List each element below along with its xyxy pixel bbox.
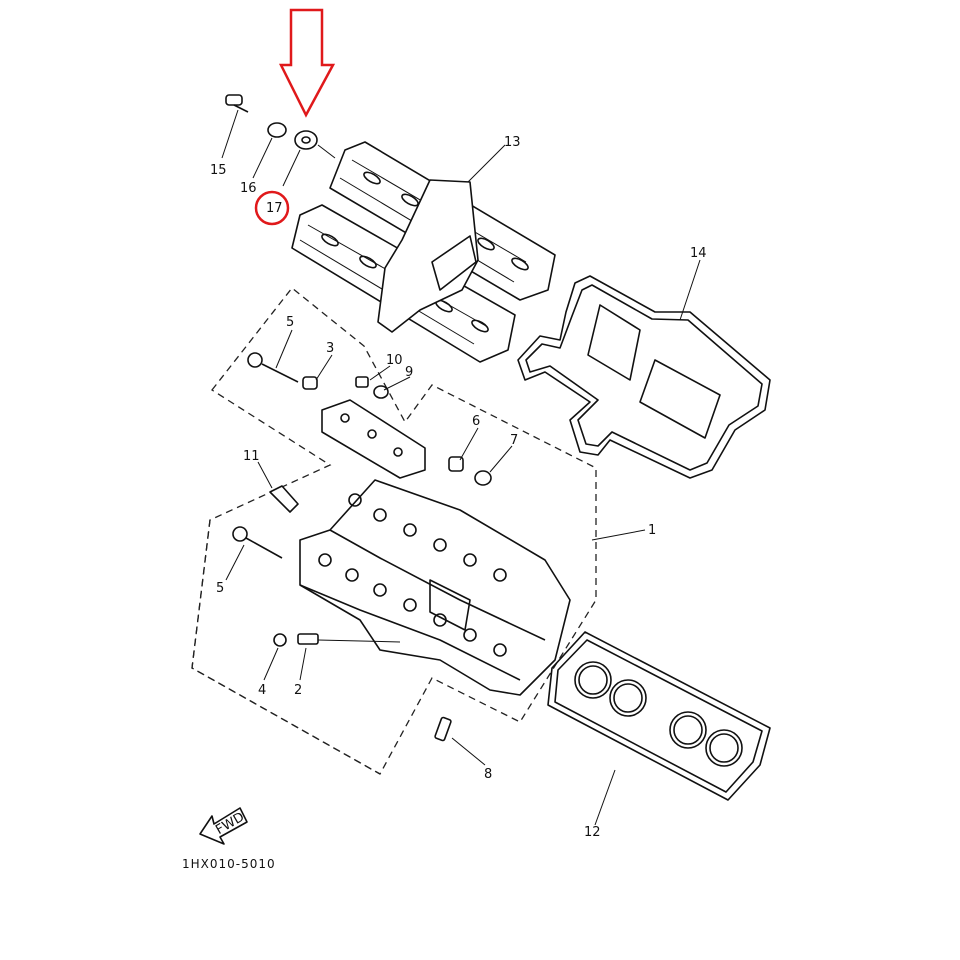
label-part-15: 15 — [210, 163, 227, 178]
part-1-cylinder-head — [299, 479, 571, 696]
label-part-17: 17 — [266, 201, 283, 216]
part-5-bolt-lower — [232, 526, 283, 559]
label-part-11: 11 — [243, 449, 260, 464]
label-part-12: 12 — [584, 825, 601, 840]
part-11-stud — [269, 485, 299, 513]
part-8-stud — [434, 716, 452, 742]
label-part-16: 16 — [240, 181, 257, 196]
label-part-1: 1 — [648, 523, 656, 538]
part-17-grommet — [294, 130, 318, 150]
part-5-bolt-upper — [247, 352, 299, 383]
part-3-dowel-pin — [302, 376, 318, 390]
label-part-5-lower: 5 — [216, 581, 224, 596]
camshaft-caps — [321, 399, 426, 479]
part-12-cylinder-head-gasket — [547, 631, 771, 801]
part-10-nut — [355, 376, 369, 388]
part-15-bolt — [225, 94, 249, 113]
group-boundary-lower — [191, 519, 381, 775]
fwd-arrow-icon: FWD — [199, 807, 248, 845]
label-part-3: 3 — [326, 341, 334, 356]
part-4-nut — [273, 633, 287, 647]
label-part-13: 13 — [504, 135, 521, 150]
part-14-valve-cover-gasket — [517, 275, 771, 479]
label-part-9: 9 — [405, 365, 413, 380]
part-6-bolt — [448, 456, 464, 472]
label-part-10: 10 — [386, 353, 403, 368]
label-part-14: 14 — [690, 246, 707, 261]
highlight-circle — [254, 190, 290, 226]
label-part-8: 8 — [484, 767, 492, 782]
part-16-washer — [267, 122, 287, 138]
label-part-4: 4 — [258, 683, 266, 698]
part-2-stud — [297, 633, 319, 645]
part-13-valve-cover — [291, 141, 556, 363]
label-part-6: 6 — [472, 414, 480, 429]
part-7-washer — [474, 470, 492, 486]
label-part-5-upper: 5 — [286, 315, 294, 330]
leader-lines — [221, 109, 701, 826]
diagram-code: 1HX010-5010 — [182, 857, 276, 871]
label-part-7: 7 — [510, 433, 518, 448]
part-9-washer — [373, 385, 389, 399]
label-part-2: 2 — [294, 683, 302, 698]
highlight-arrow-icon — [278, 8, 336, 118]
